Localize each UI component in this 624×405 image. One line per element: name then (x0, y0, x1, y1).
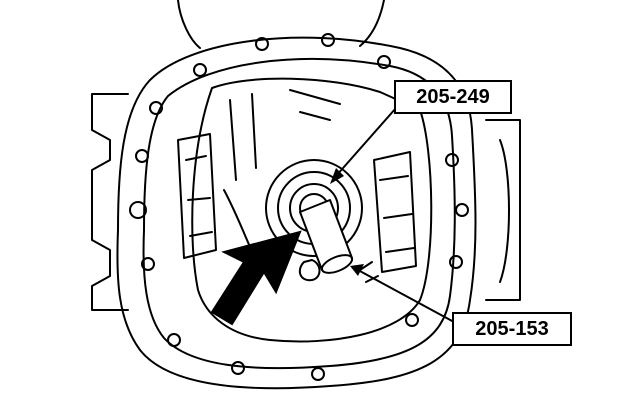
left-axle-tube (91, 93, 129, 311)
bolt-hole (377, 55, 391, 69)
bolt-hole (149, 101, 163, 115)
leader-arrow-205-153 (350, 264, 364, 276)
installer-shaft-end (320, 254, 354, 274)
pinion-seal-outer-ring (265, 159, 363, 257)
drain-plug (298, 259, 321, 282)
bolt-hole (311, 367, 325, 381)
bolt-hole (449, 255, 463, 269)
bolt-hole (141, 257, 155, 271)
leader-arrow-205-249 (330, 168, 344, 184)
callout-tool-205-249: 205-249 (394, 80, 512, 114)
callout-tool-205-153: 205-153 (452, 312, 572, 346)
bolt-hole (321, 33, 335, 47)
bolt-hole (167, 333, 181, 347)
bolt-hole (255, 37, 269, 51)
bolt-hole (135, 149, 149, 163)
install-direction-arrow (210, 230, 302, 326)
cover-flange-outer (116, 36, 477, 390)
bolt-hole (193, 63, 207, 77)
housing-neck (177, 0, 385, 49)
right-axle-tube (485, 119, 521, 301)
bolt-hole (129, 201, 147, 219)
leader-line-205-249 (335, 107, 397, 177)
left-bearing-cap (177, 133, 217, 259)
right-bearing-cap (373, 151, 417, 273)
bolt-hole (445, 153, 459, 167)
bolt-hole (405, 313, 419, 327)
bolt-hole (231, 361, 245, 375)
leader-line-205-153 (357, 269, 455, 323)
bolt-hole (455, 203, 469, 217)
